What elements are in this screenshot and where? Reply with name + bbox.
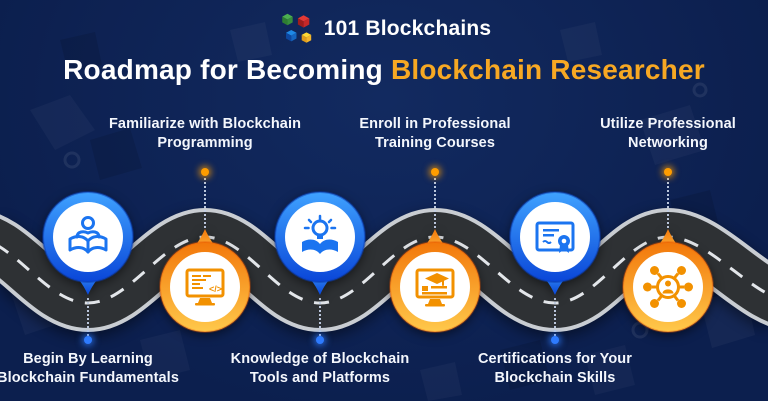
milestone-pin-tools [274,191,366,295]
milestone-pin-programming: </> [159,229,251,333]
connector-line [87,298,89,336]
certificate-icon [535,221,575,253]
connector-line [204,178,206,228]
connector-dot [431,168,439,176]
milestone-label-training: Enroll in Professional Training Courses [359,116,511,151]
connector-dot [201,168,209,176]
milestone-pin-fundamentals [42,191,134,295]
logo-text: 101 Blockchains [323,17,492,40]
title-regular: Roadmap for Becoming [63,54,391,85]
connector-dot [551,336,559,344]
reading-book-icon [68,216,108,254]
idea-book-icon [302,214,338,254]
milestone-label-tools: Knowledge of Blockchain Tools and Platfo… [230,351,410,386]
milestone-label-fundamentals: Begin By Learning Blockchain Fundamental… [0,351,179,386]
professional-network-icon [643,266,693,308]
milestone-pin-training [389,229,481,333]
milestone-label-programming: Familiarize with Blockchain Programming [108,116,302,151]
101-blockchains-logo-icon [281,13,311,43]
page-title: Roadmap for Becoming Blockchain Research… [0,54,768,86]
milestone-pin-networking [622,229,714,333]
code-monitor-icon: </> [185,268,225,306]
connector-line [319,298,321,336]
milestone-pin-certifications [509,191,601,295]
milestone-label-certifications: Certifications for Your Blockchain Skill… [477,351,633,386]
svg-text:</>: </> [209,284,222,294]
milestone-label-networking: Utilize Professional Networking [600,116,736,151]
connector-dot [664,168,672,176]
connector-line [554,298,556,336]
connector-line [434,178,436,228]
header-logo: 101 Blockchains [0,10,768,48]
connector-dot [84,336,92,344]
connector-dot [316,336,324,344]
connector-line [667,178,669,228]
title-highlight: Blockchain Researcher [390,54,705,85]
online-training-icon [415,268,455,307]
